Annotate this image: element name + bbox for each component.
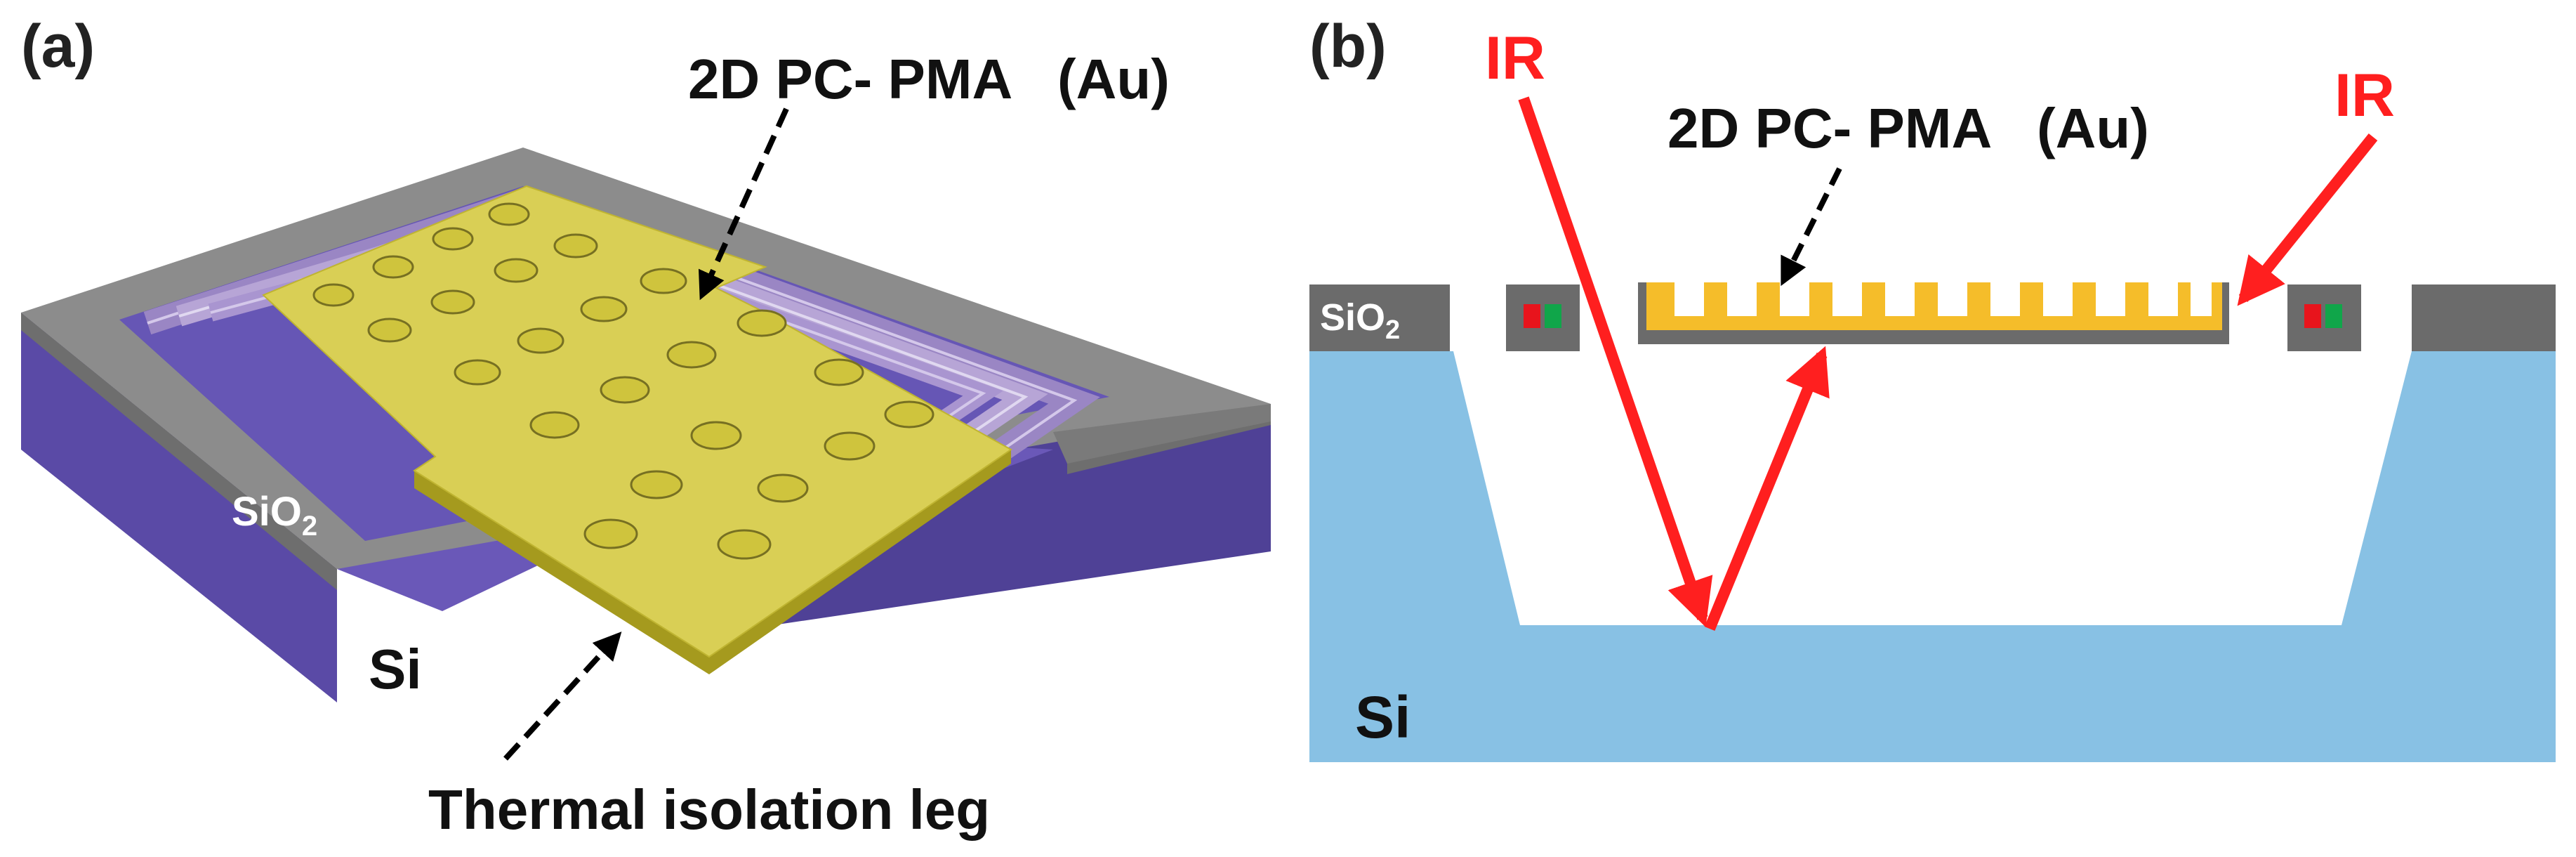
thermistor-green-left [1545, 304, 1561, 328]
plate-holes [312, 202, 934, 560]
panel-a-label: (a) [21, 13, 95, 80]
sio2-right-block [2412, 284, 2556, 351]
thermistor-red-right [2304, 304, 2321, 328]
ir-label-left: IR [1485, 25, 1545, 92]
sio2-left-cut-face [21, 313, 337, 590]
sio2-pad-right [2287, 284, 2361, 351]
si-label-b: Si [1355, 684, 1411, 750]
ir-reflected-arrow [1704, 346, 1830, 632]
sio2-left-block [1309, 284, 1450, 351]
ir-incident-arrow [1518, 96, 1713, 627]
ir-side-arrow [2237, 133, 2378, 306]
leg-pointer-arrow [503, 632, 622, 761]
sio2-label-b: SiO2 [1320, 296, 1400, 345]
sio2-right-cut-top [1053, 404, 1271, 464]
sio2-label-a: SiO2 [232, 489, 317, 542]
leg-label: Thermal isolation leg [428, 778, 990, 841]
pma-pointer-arrow-a [698, 107, 789, 301]
si-substrate [1309, 351, 2556, 762]
panel-b-cross-section [1309, 282, 2556, 762]
pma-pointer-arrow-b [1781, 167, 1842, 287]
sio2-pad-left [1506, 284, 1580, 351]
panel-b-label: (b) [1309, 13, 1387, 80]
pma-label-a: 2D PC- PMA (Au) [688, 48, 1170, 110]
pma-plate-side [414, 450, 1011, 674]
thermistor-red-left [1524, 304, 1540, 328]
thermistor-green-right [2325, 304, 2342, 328]
ir-label-right: IR [2334, 62, 2395, 129]
grating-slots [1675, 282, 2212, 316]
si-label-a: Si [369, 638, 422, 700]
si-front-left-face [21, 313, 337, 702]
panel-a-device-3d [21, 148, 1271, 702]
pma-label-b: 2D PC- PMA (Au) [1667, 97, 2149, 159]
